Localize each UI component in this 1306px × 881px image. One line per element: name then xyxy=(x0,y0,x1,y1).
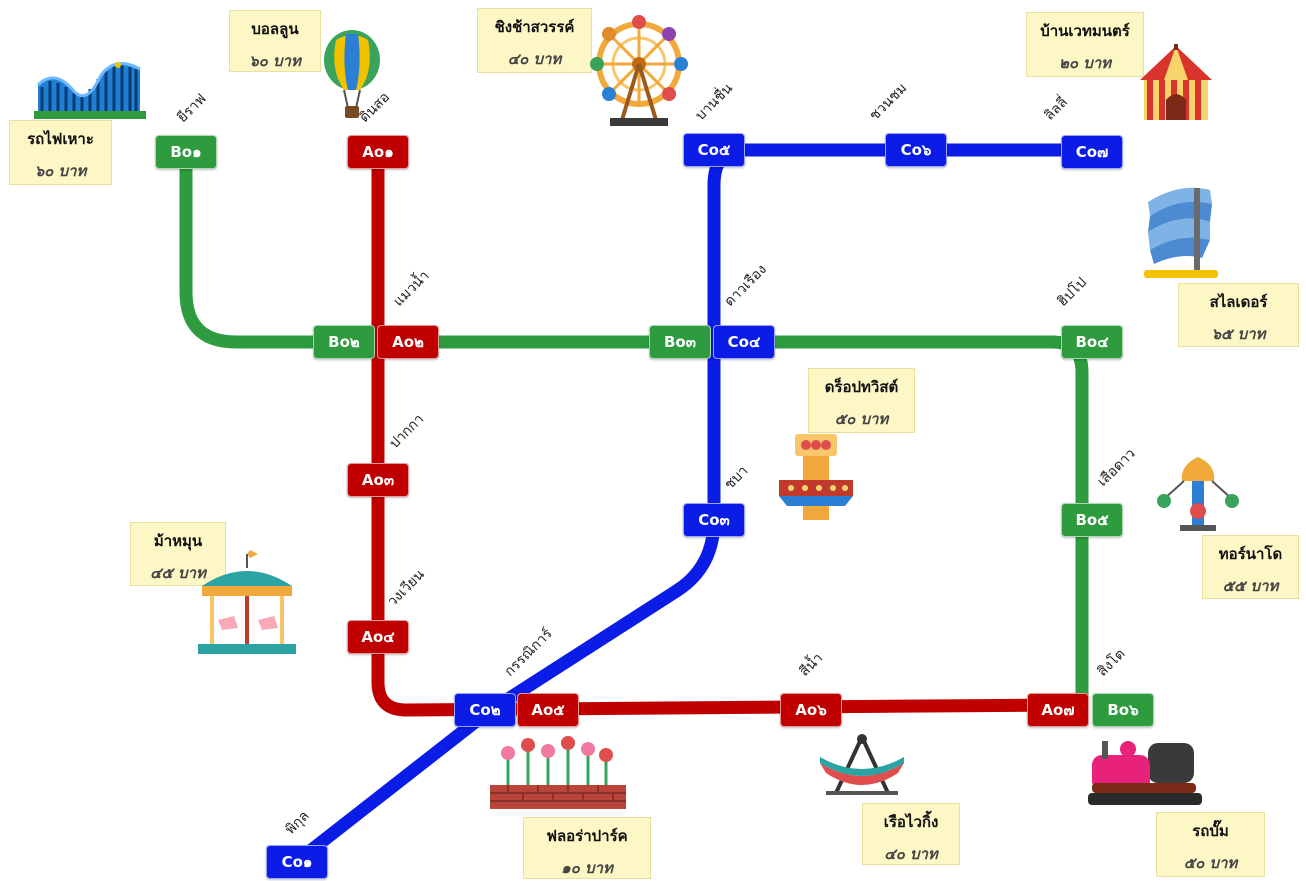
station-c03[interactable]: Co๓ xyxy=(683,503,745,537)
station-code: Co๗ xyxy=(1075,143,1109,161)
station-code: Bo๑ xyxy=(170,143,202,161)
ride-price: ๕๕ บาท xyxy=(1222,577,1279,595)
ride-price: ๕๐ บาท xyxy=(834,410,889,428)
ride-card-viking: เรือไวกิ้ง ๔๐ บาท xyxy=(862,803,960,865)
ride-price: ๖๐ บาท xyxy=(34,162,87,180)
line-b-path xyxy=(179,152,1089,710)
ride-name: ดร็อปทวิสต์ xyxy=(824,378,899,396)
flower-garden-icon xyxy=(490,736,626,809)
station-c04[interactable]: Co๔ xyxy=(713,325,775,359)
station-code: Co๒ xyxy=(469,701,501,719)
ride-name: ฟลอร่าปาร์ค xyxy=(546,827,628,845)
ride-price: ๔๕ บาท xyxy=(150,564,206,582)
carousel-icon xyxy=(198,550,296,654)
station-code: Co๔ xyxy=(727,333,761,351)
swing-ride-icon xyxy=(1157,457,1239,531)
station-code: Bo๖ xyxy=(1107,701,1139,719)
ride-card-flora: ฟลอร่าปาร์ค ๑๐ บาท xyxy=(523,817,651,879)
ride-card-tornado: ทอร์นาโด ๕๕ บาท xyxy=(1202,535,1299,599)
ride-card-carousel: ม้าหมุน ๔๕ บาท xyxy=(130,522,226,586)
water-slide-icon xyxy=(1144,187,1218,278)
station-code: Co๖ xyxy=(900,141,932,159)
circus-tent-icon xyxy=(1140,44,1212,120)
station-code: Ao๗ xyxy=(1041,701,1075,719)
ride-card-bumper: รถบั๊ม ๕๐ บาท xyxy=(1156,812,1265,877)
station-b01[interactable]: Bo๑ xyxy=(155,135,217,169)
ride-price: ๔๐ บาท xyxy=(507,50,562,68)
ride-price: ๖๐ บาท xyxy=(249,52,301,70)
station-code: Bo๕ xyxy=(1075,511,1109,529)
station-b06[interactable]: Bo๖ xyxy=(1092,693,1154,727)
roller-coaster-icon xyxy=(34,62,146,119)
ride-name: ทอร์นาโด xyxy=(1218,545,1283,563)
station-code: Ao๖ xyxy=(795,701,827,719)
ferris-wheel-icon xyxy=(590,15,688,126)
station-a05[interactable]: Ao๕ xyxy=(517,693,579,727)
station-code: Co๓ xyxy=(698,511,730,529)
ride-price: ๖๕ บาท xyxy=(1211,325,1266,343)
station-code: Ao๕ xyxy=(531,701,565,719)
ride-name: ม้าหมุน xyxy=(153,532,203,550)
hot-air-balloon-icon xyxy=(324,30,380,118)
station-a04[interactable]: Ao๔ xyxy=(347,620,409,654)
station-code: Co๑ xyxy=(281,853,313,871)
pirate-ship-icon xyxy=(820,734,904,795)
station-code: Co๕ xyxy=(697,141,731,159)
station-c02[interactable]: Co๒ xyxy=(454,693,516,727)
station-b05[interactable]: Bo๕ xyxy=(1061,503,1123,537)
station-a03[interactable]: Ao๓ xyxy=(347,463,409,497)
station-a02[interactable]: Ao๒ xyxy=(377,325,439,359)
ride-name: รถบั๊ม xyxy=(1192,822,1229,840)
ride-price: ๒๐ บาท xyxy=(1058,54,1112,72)
station-a07[interactable]: Ao๗ xyxy=(1027,693,1089,727)
station-code: Ao๒ xyxy=(392,333,424,351)
bumper-car-icon xyxy=(1088,741,1202,805)
ride-card-balloon: บอลลูน ๖๐ บาท xyxy=(229,10,321,72)
ride-card-coaster: รถไฟเหาะ ๖๐ บาท xyxy=(9,120,112,185)
ride-price: ๕๐ บาท xyxy=(1183,854,1238,872)
ride-card-ferris: ชิงช้าสวรรค์ ๔๐ บาท xyxy=(477,8,592,73)
ride-price: ๑๐ บาท xyxy=(561,859,613,877)
line-a-path xyxy=(371,152,1061,717)
ride-card-droptwist: ดร็อปทวิสต์ ๕๐ บาท xyxy=(808,368,915,433)
ride-name: บ้านเวทมนตร์ xyxy=(1040,22,1130,40)
station-code: Ao๔ xyxy=(361,628,395,646)
ride-card-slider: สไลเดอร์ ๖๕ บาท xyxy=(1178,283,1299,347)
station-code: Bo๔ xyxy=(1075,333,1109,351)
station-c07[interactable]: Co๗ xyxy=(1061,135,1123,169)
station-a01[interactable]: Ao๑ xyxy=(347,135,409,169)
ride-name: เรือไวกิ้ง xyxy=(883,813,939,831)
station-code: Ao๓ xyxy=(361,471,395,489)
station-code: Ao๑ xyxy=(362,143,394,161)
station-c06[interactable]: Co๖ xyxy=(885,133,947,167)
ride-name: ชิงช้าสวรรค์ xyxy=(494,18,575,36)
station-a06[interactable]: Ao๖ xyxy=(780,693,842,727)
station-b04[interactable]: Bo๔ xyxy=(1061,325,1123,359)
station-c05[interactable]: Co๕ xyxy=(683,133,745,167)
station-code: Bo๒ xyxy=(328,333,360,351)
ride-name: บอลลูน xyxy=(251,20,299,38)
ride-name: สไลเดอร์ xyxy=(1209,293,1268,311)
ride-card-magic: บ้านเวทมนตร์ ๒๐ บาท xyxy=(1026,12,1144,77)
station-code: Bo๓ xyxy=(664,333,696,351)
station-b02[interactable]: Bo๒ xyxy=(313,325,375,359)
ride-name: รถไฟเหาะ xyxy=(27,130,94,148)
drop-tower-icon xyxy=(779,434,853,520)
ride-price: ๔๐ บาท xyxy=(884,845,938,863)
station-b03[interactable]: Bo๓ xyxy=(649,325,711,359)
station-c01[interactable]: Co๑ xyxy=(266,845,328,879)
